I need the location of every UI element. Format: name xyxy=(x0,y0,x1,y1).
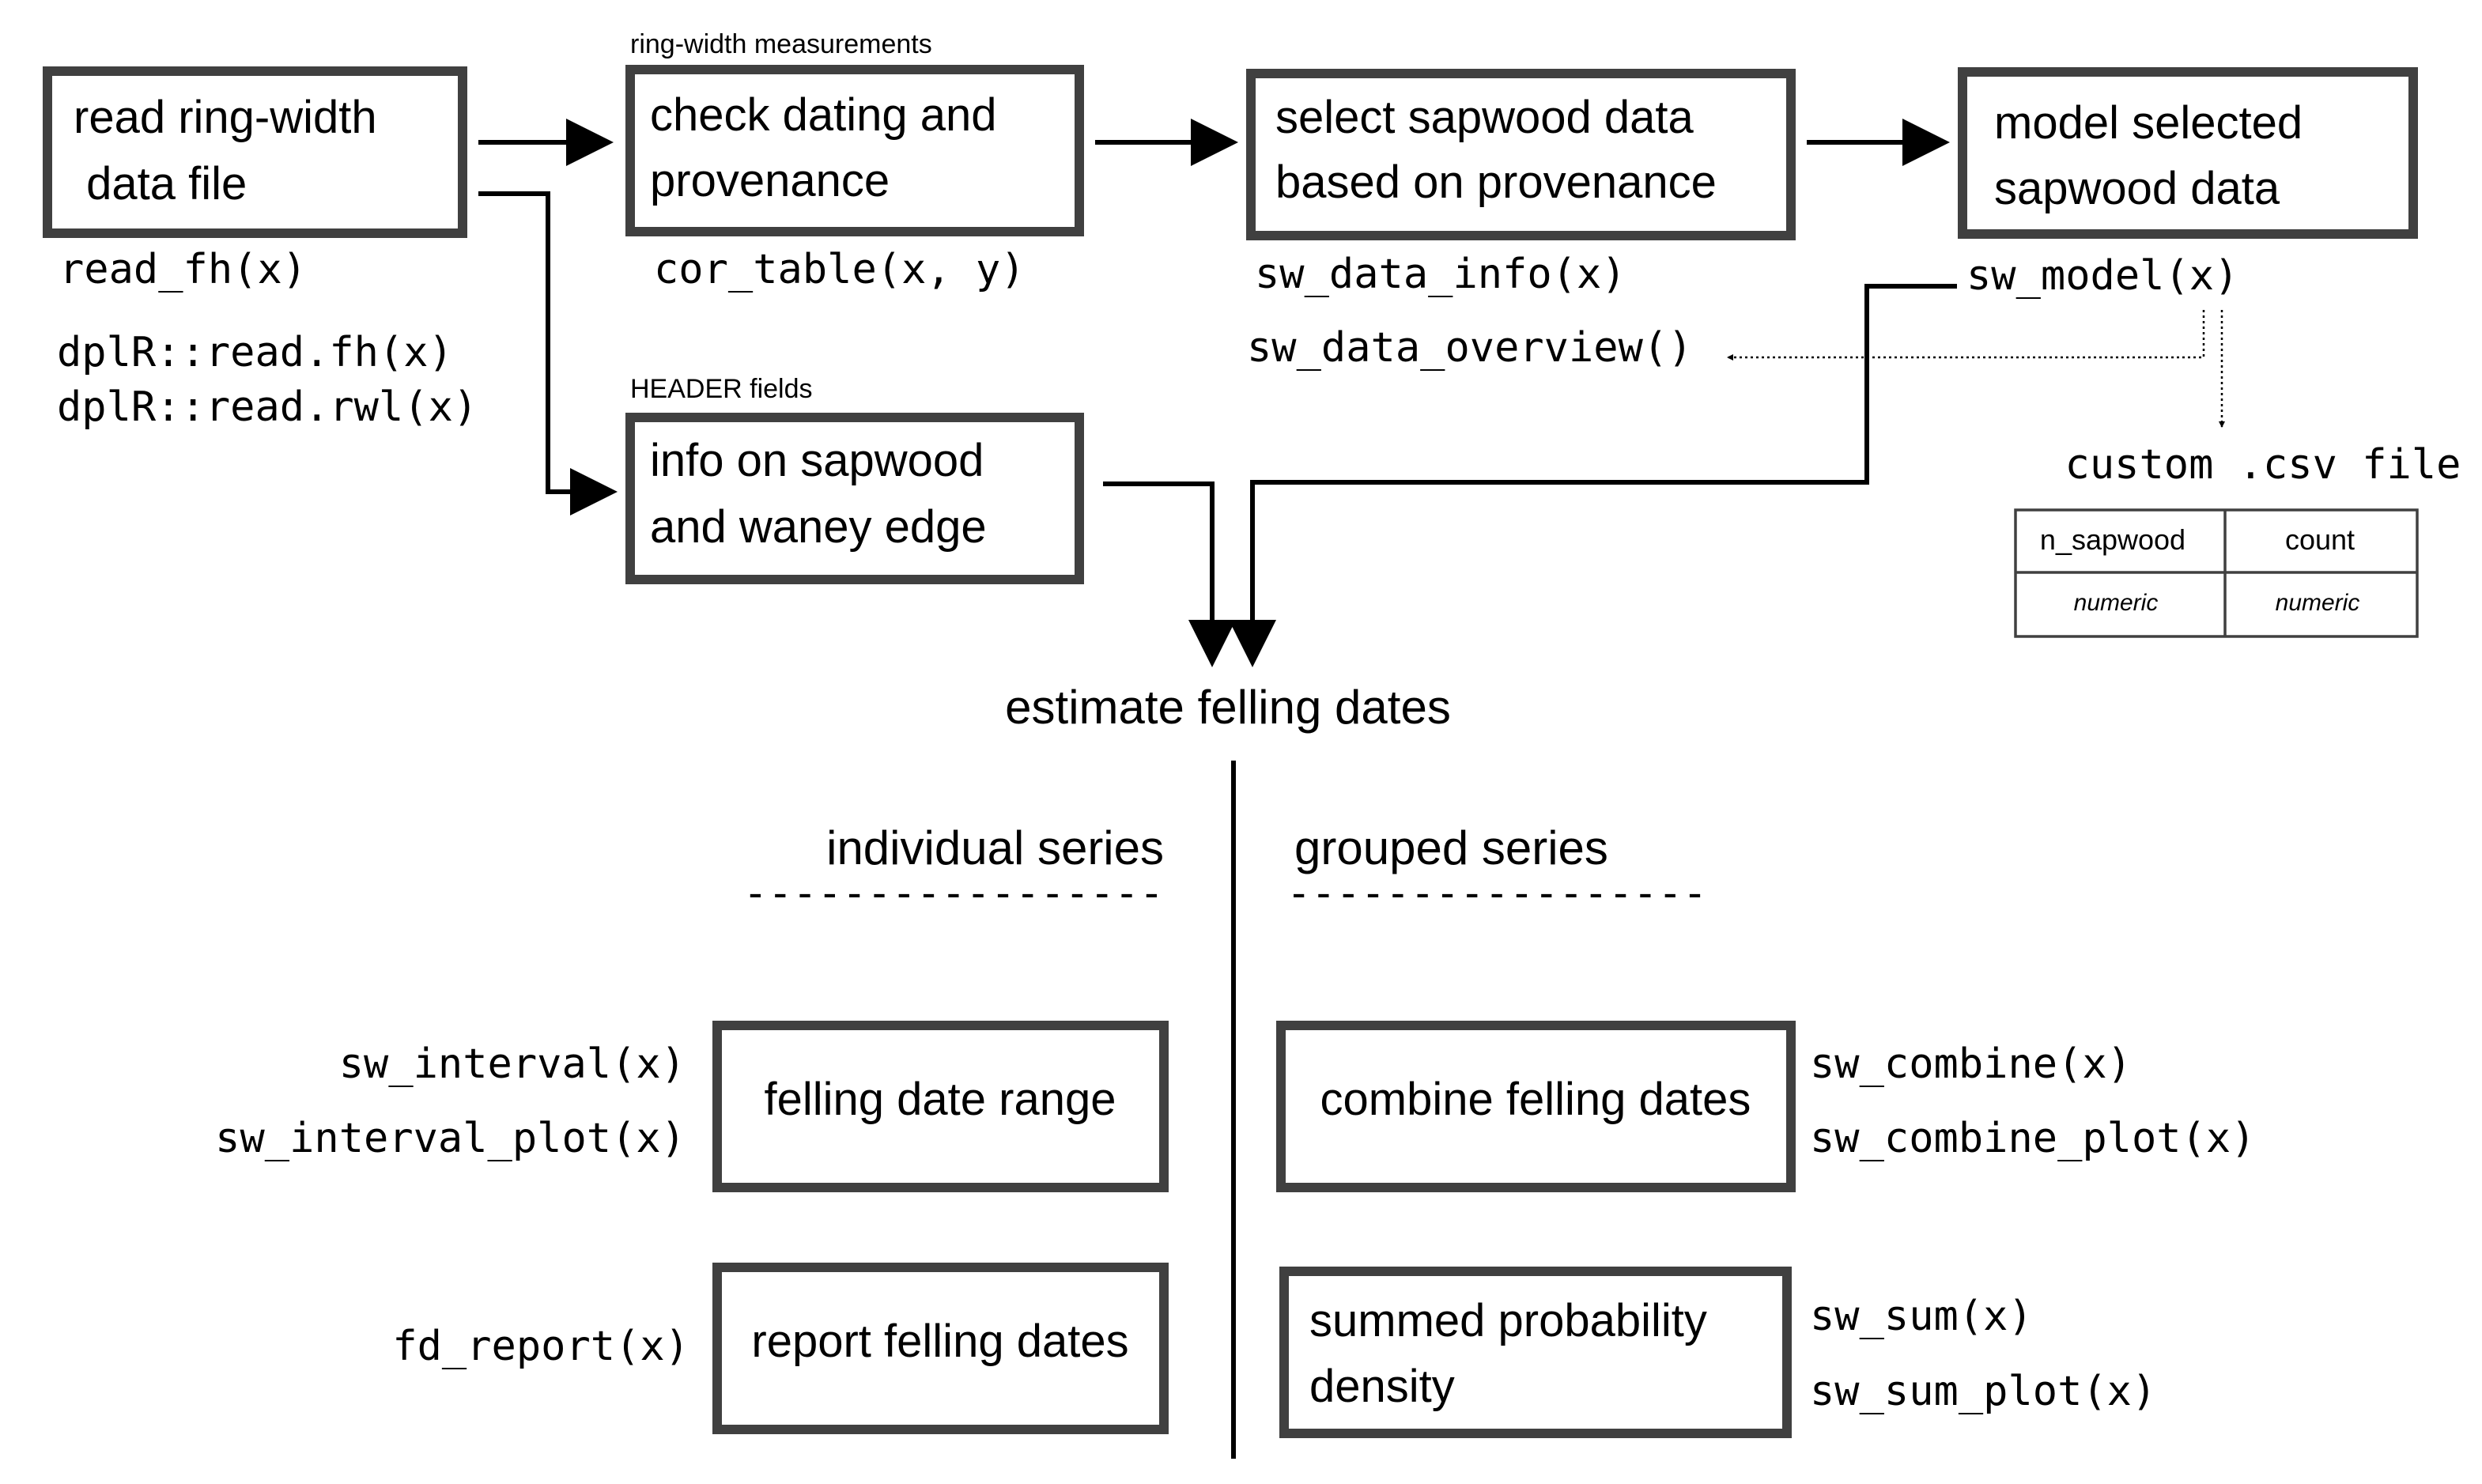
function-sw-interval: sw_interval(x) xyxy=(339,1040,686,1088)
box-summed-probability: summed probability density xyxy=(1279,1267,1792,1438)
box-text: select sapwood data xyxy=(1275,92,1694,143)
box-text: info on sapwood xyxy=(650,435,984,486)
arrow-read-to-info xyxy=(478,191,618,515)
box-text: combine felling dates xyxy=(1320,1074,1751,1125)
function-dplr-read-fh: dplR::read.fh(x) xyxy=(57,329,453,376)
box-model-sapwood: model selected sapwood data xyxy=(1958,67,2418,239)
function-sw-sum: sw_sum(x) xyxy=(1810,1293,2033,1340)
function-sw-combine-plot: sw_combine_plot(x) xyxy=(1810,1115,2256,1162)
arrow-model-to-estimate xyxy=(1229,284,1957,667)
csv-table: n_sapwood count numeric numeric xyxy=(2014,508,2419,638)
box-text: provenance xyxy=(650,155,890,206)
box-text: summed probability xyxy=(1309,1295,1707,1346)
individual-series-rule: ----------------- xyxy=(743,870,1164,917)
box-text: model selected xyxy=(1994,97,2303,149)
csv-data-cell: numeric xyxy=(2074,590,2159,616)
csv-header-cell: n_sapwood xyxy=(2040,523,2185,556)
function-sw-combine: sw_combine(x) xyxy=(1810,1040,2132,1088)
function-sw-sum-plot: sw_sum_plot(x) xyxy=(1810,1368,2156,1415)
box-combine-felling-dates: combine felling dates xyxy=(1276,1021,1796,1192)
box-text: sapwood data xyxy=(1994,163,2280,214)
function-sw-data-overview: sw_data_overview() xyxy=(1247,324,1693,372)
box-report-felling-dates: report felling dates xyxy=(712,1263,1169,1434)
grouped-series-rule: ----------------- xyxy=(1286,870,1707,917)
box-read-ring-width: read ring-width data file xyxy=(43,66,467,238)
header-fields-label: HEADER fields xyxy=(630,374,813,404)
box-text: felling date range xyxy=(765,1074,1116,1125)
box-text: density xyxy=(1309,1361,1455,1412)
function-read-fh: read_fh(x) xyxy=(59,246,307,293)
csv-data-cell: numeric xyxy=(2276,590,2360,616)
function-sw-interval-plot: sw_interval_plot(x) xyxy=(215,1115,686,1162)
arrow-info-to-estimate xyxy=(1103,481,1236,667)
ring-width-label: ring-width measurements xyxy=(630,29,932,59)
box-select-sapwood: select sapwood data based on provenance xyxy=(1246,69,1796,240)
box-felling-date-range: felling date range xyxy=(712,1021,1169,1192)
dotted-arrow-model-to-overview xyxy=(1727,310,2205,361)
box-text: check dating and xyxy=(650,89,997,141)
function-fd-report: fd_report(x) xyxy=(392,1323,689,1370)
function-sw-data-info: sw_data_info(x) xyxy=(1255,251,1626,298)
grouped-series-heading: grouped series xyxy=(1294,821,1608,874)
box-text: based on provenance xyxy=(1275,157,1717,208)
estimate-heading: estimate felling dates xyxy=(1005,681,1451,734)
box-check-dating: check dating and provenance xyxy=(625,65,1084,236)
box-text: read ring-width xyxy=(74,92,377,143)
csv-header-cell: count xyxy=(2285,523,2355,556)
function-cor-table: cor_table(x, y) xyxy=(654,246,1026,293)
box-text: report felling dates xyxy=(751,1316,1128,1367)
box-text: data file xyxy=(74,158,247,210)
box-info-sapwood: info on sapwood and waney edge xyxy=(625,413,1084,584)
box-text: and waney edge xyxy=(650,501,987,553)
function-sw-model: sw_model(x) xyxy=(1966,252,2238,300)
custom-csv-label: custom .csv file xyxy=(2065,441,2461,489)
function-dplr-read-rwl: dplR::read.rwl(x) xyxy=(57,383,478,431)
individual-series-heading: individual series xyxy=(826,821,1164,874)
